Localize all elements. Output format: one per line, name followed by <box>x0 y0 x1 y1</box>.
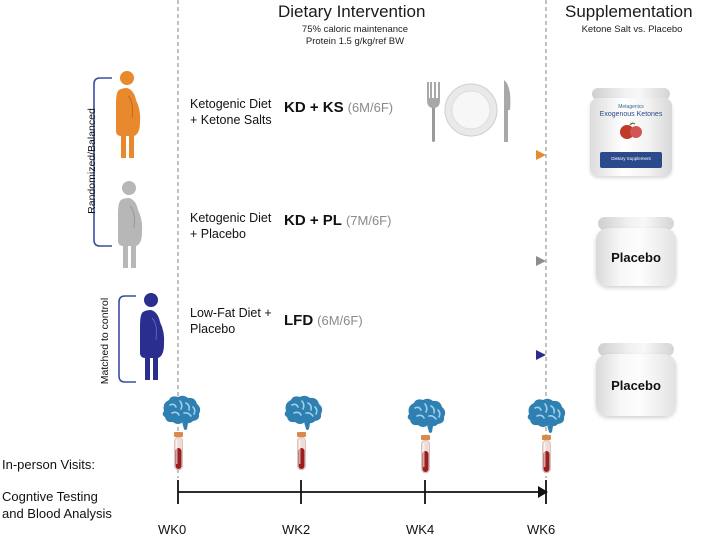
jar-body: Metagenics Exogenous Ketones Dietary Sup… <box>590 98 672 176</box>
supplement-subtitle: Ketone Salt vs. Placebo <box>581 24 683 35</box>
ks-name: Exogenous Ketones <box>599 111 663 118</box>
blood-tube-icon <box>420 434 431 474</box>
brain-icon <box>161 394 201 431</box>
week-label-4: WK4 <box>406 522 435 537</box>
diet-line-2: + Ketone Salts <box>190 113 272 127</box>
placebo-jar-1: Placebo <box>596 217 676 287</box>
intervention-subtitle-1: 75% caloric maintenance <box>301 24 409 35</box>
person-blue-icon <box>140 293 165 380</box>
group-kd-pl-diet: Ketogenic Diet + Placebo <box>190 210 271 242</box>
group-sex-count: (6M/6F) <box>317 313 363 328</box>
blood-tube-icon <box>173 431 184 471</box>
week-label-6: WK6 <box>527 522 556 537</box>
group-sex-count: (7M/6F) <box>345 213 392 228</box>
person-orange-icon <box>116 71 141 158</box>
arrow-kd-pl <box>180 256 546 266</box>
diet-line-1: Low-Fat Diet + <box>190 306 272 320</box>
placebo-label: Placebo <box>611 378 661 393</box>
fruit-icon <box>620 122 642 139</box>
ks-label-band: Dietary Supplement <box>600 152 662 168</box>
placebo-jar-2: Placebo <box>596 343 676 417</box>
brain-icon <box>283 394 323 431</box>
group-code-text: KD + KS <box>284 99 344 116</box>
plate-cutlery-icon <box>427 80 511 142</box>
diet-line-2: Placebo <box>190 322 236 336</box>
brain-icon <box>406 397 446 434</box>
diet-line-1: Ketogenic Diet <box>190 211 272 225</box>
jar-lid <box>598 343 674 356</box>
person-gray-icon <box>118 181 143 268</box>
arrow-lfd <box>180 350 546 360</box>
jar-body: Placebo <box>596 228 676 286</box>
brain-icon <box>526 397 566 434</box>
group-kd-ks-code: KD + KS(6M/6F) <box>284 99 393 116</box>
placebo-label: Placebo <box>611 250 661 265</box>
randomized-bracket <box>93 77 112 247</box>
timeline-axis <box>177 480 548 504</box>
jar-lid <box>592 88 670 100</box>
visits-label: In-person Visits: <box>2 457 95 472</box>
arrow-kd-ks <box>180 150 546 160</box>
group-code-text: LFD <box>284 312 314 329</box>
group-lfd-diet: Low-Fat Diet + Placebo <box>190 305 272 337</box>
jar-body: Placebo <box>596 354 676 416</box>
testing-label-2: and Blood Analysis <box>2 506 112 521</box>
ks-brand: Metagenics <box>618 104 644 110</box>
group-kd-pl-code: KD + PL(7M/6F) <box>284 212 391 229</box>
ks-footer: Dietary Supplement <box>611 156 651 161</box>
jar-lid <box>598 217 674 230</box>
blood-tube-icon <box>296 431 307 471</box>
matched-bracket <box>118 295 136 383</box>
diet-line-2: + Placebo <box>190 227 246 241</box>
group-sex-count: (6M/6F) <box>347 100 394 115</box>
intervention-title: Dietary Intervention <box>278 2 426 21</box>
week-label-2: WK2 <box>282 522 311 537</box>
ketone-salts-jar: Metagenics Exogenous Ketones Dietary Sup… <box>590 88 672 178</box>
week-label-0: WK0 <box>158 522 187 537</box>
testing-label-1: Cogntive Testing <box>2 489 98 504</box>
diet-line-1: Ketogenic Diet <box>190 97 272 111</box>
blood-tube-icon <box>541 434 552 474</box>
intervention-subtitle-2: Protein 1.5 g/kg/ref BW <box>305 36 405 47</box>
supplement-title: Supplementation <box>565 2 693 21</box>
group-lfd-code: LFD(6M/6F) <box>284 312 363 329</box>
group-code-text: KD + PL <box>284 212 342 229</box>
group-kd-ks-diet: Ketogenic Diet + Ketone Salts <box>190 96 272 128</box>
